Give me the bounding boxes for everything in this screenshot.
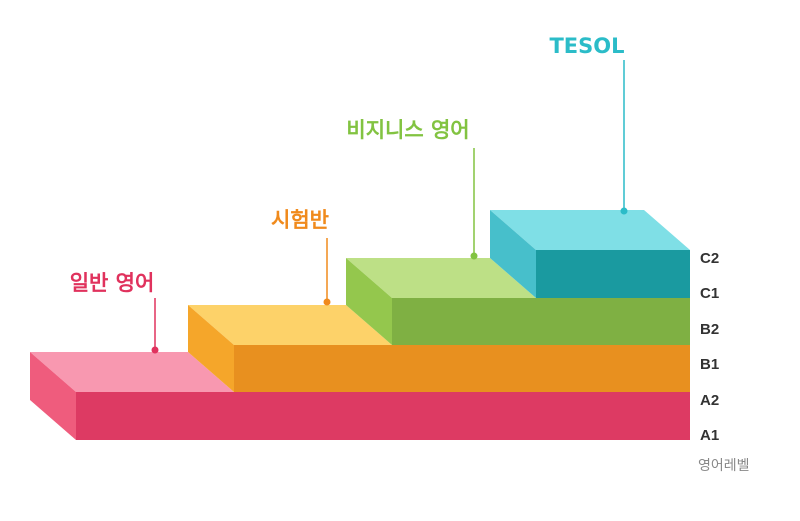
step-general-english-front <box>76 392 690 440</box>
callout-dot <box>323 298 331 306</box>
step-general-english <box>30 352 690 440</box>
step-tesol <box>490 210 690 298</box>
step-exam-class-top <box>188 305 392 345</box>
label-exam-class: 시험반 <box>271 208 329 232</box>
label-business-english: 비지니스 영어 <box>346 118 469 142</box>
step-general-english-side <box>30 352 76 440</box>
level-label-c2: C2 <box>700 250 719 267</box>
callout-dot <box>470 252 478 260</box>
callout-dot <box>151 346 159 354</box>
step-exam-class <box>188 305 690 392</box>
callout-general-english <box>151 298 159 354</box>
step-business-english-top <box>346 258 536 298</box>
axis-title: 영어레벨 <box>698 458 750 474</box>
callout-business-english <box>470 148 478 260</box>
callout-tesol <box>620 60 628 215</box>
label-tesol: TESOL <box>549 34 624 58</box>
callout-dot <box>620 207 628 215</box>
step-tesol-side <box>490 210 536 298</box>
step-exam-class-side <box>188 305 234 392</box>
label-general-english: 일반 영어 <box>70 271 155 295</box>
level-label-a1: A1 <box>700 427 719 444</box>
step-business-english <box>346 258 690 345</box>
step-tesol-top <box>490 210 690 250</box>
level-label-c1: C1 <box>700 285 719 302</box>
level-label-a2: A2 <box>700 392 719 409</box>
step-general-english-top <box>30 352 234 392</box>
step-tesol-front <box>536 250 690 298</box>
level-label-b1: B1 <box>700 356 719 373</box>
step-business-english-side <box>346 258 392 345</box>
level-label-b2: B2 <box>700 321 719 338</box>
callout-exam-class <box>323 238 331 306</box>
step-exam-class-front <box>234 345 690 392</box>
step-business-english-front <box>392 298 690 345</box>
